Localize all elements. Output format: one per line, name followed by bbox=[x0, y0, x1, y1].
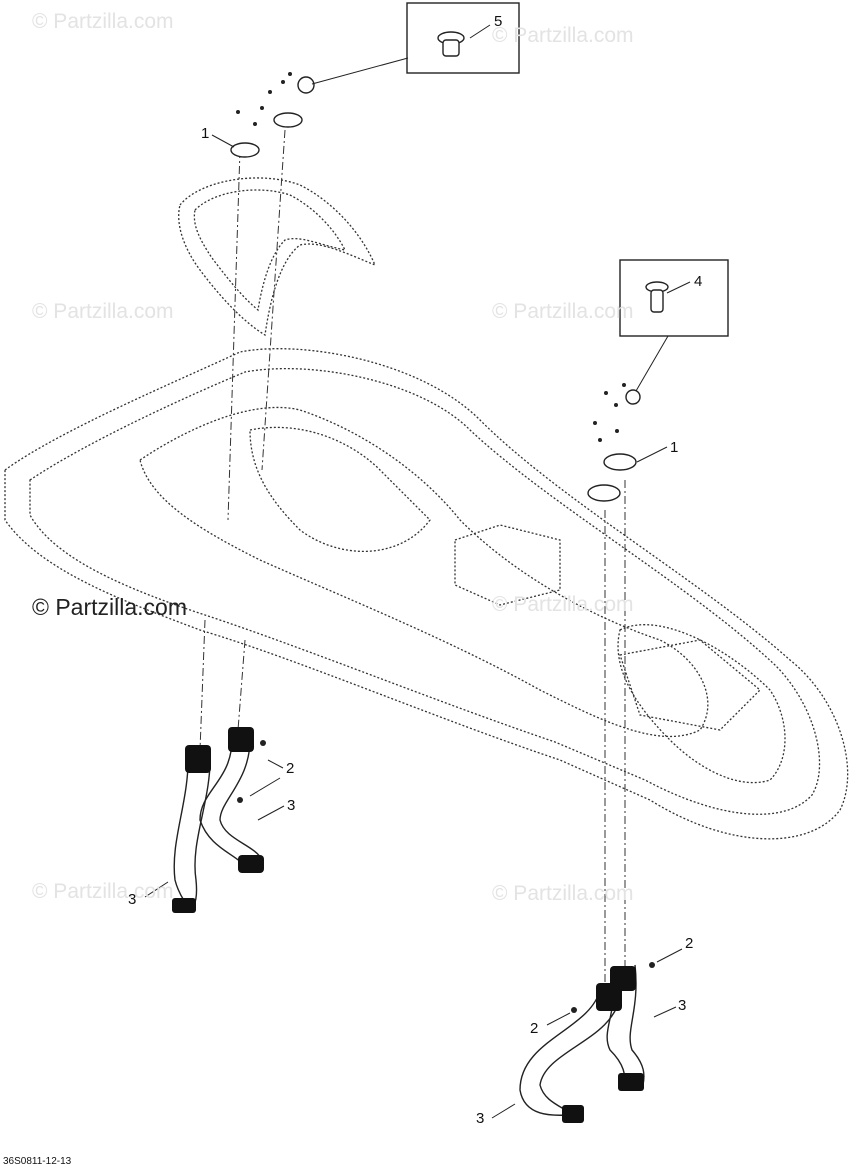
callout-3: 3 bbox=[128, 891, 137, 908]
screw bbox=[253, 122, 257, 126]
hose-right-a bbox=[519, 989, 601, 1117]
leader-line bbox=[249, 777, 281, 797]
screw bbox=[598, 438, 602, 442]
callout-1: 1 bbox=[670, 439, 679, 456]
rear-handle bbox=[178, 177, 377, 337]
hose-right-b-outer bbox=[629, 964, 645, 1086]
bow-section bbox=[617, 624, 786, 784]
leader-line bbox=[211, 134, 235, 148]
hose-left-a bbox=[173, 751, 189, 909]
callout-3: 3 bbox=[678, 997, 687, 1014]
hose-cuff bbox=[610, 966, 636, 991]
hose-cuff bbox=[228, 727, 254, 752]
leader-line bbox=[635, 335, 669, 392]
callout-2: 2 bbox=[286, 760, 295, 777]
screw bbox=[268, 90, 272, 94]
leader-line bbox=[311, 57, 409, 85]
leader-line bbox=[653, 1006, 677, 1018]
assembly-line bbox=[227, 149, 241, 521]
leader-line bbox=[144, 881, 169, 898]
hull-inner bbox=[29, 367, 821, 815]
hose-cuff bbox=[618, 1073, 644, 1091]
watermark: © Partzilla.com bbox=[492, 882, 634, 905]
hatch bbox=[619, 639, 761, 731]
callout-5: 5 bbox=[494, 13, 503, 30]
document-code: 36S0811-12-13 bbox=[3, 1156, 72, 1167]
screw bbox=[260, 106, 264, 110]
watermark: © Partzilla.com bbox=[32, 10, 174, 33]
washer bbox=[625, 389, 641, 405]
hose-cuff bbox=[562, 1105, 584, 1123]
leader-line bbox=[257, 805, 285, 821]
watermark: © Partzilla.com bbox=[492, 300, 634, 323]
screw bbox=[649, 962, 655, 968]
leader-line bbox=[666, 281, 691, 294]
hose-left-b bbox=[199, 734, 246, 869]
callout-4: 4 bbox=[694, 273, 703, 290]
callout-3: 3 bbox=[287, 797, 296, 814]
screw bbox=[236, 110, 240, 114]
watermark: © Partzilla.com bbox=[492, 593, 634, 616]
deck-footwell bbox=[249, 426, 431, 553]
screw bbox=[237, 797, 243, 803]
screw bbox=[615, 429, 619, 433]
assembly-line bbox=[261, 129, 286, 471]
hose-cuff bbox=[185, 745, 211, 773]
leader-line bbox=[491, 1103, 516, 1119]
leader-line bbox=[267, 759, 284, 769]
hose-left-a-outer bbox=[191, 751, 211, 911]
screw bbox=[260, 740, 266, 746]
hose-right-a-outer bbox=[539, 994, 621, 1121]
assembly-line bbox=[237, 639, 246, 731]
part-1-cup bbox=[230, 142, 260, 158]
watermark: © Partzilla.com bbox=[32, 300, 174, 323]
hose-cuff bbox=[238, 855, 264, 873]
part-1-cup bbox=[603, 453, 637, 471]
leader-line bbox=[469, 24, 491, 39]
callout-3: 3 bbox=[476, 1110, 485, 1127]
leader-line bbox=[546, 1012, 571, 1026]
watermark: © Partzilla.com bbox=[32, 880, 174, 903]
part-5-plug-body bbox=[442, 39, 460, 57]
callout-1: 1 bbox=[201, 125, 210, 142]
hose-cuff bbox=[172, 898, 196, 913]
screw bbox=[622, 383, 626, 387]
callout-2: 2 bbox=[685, 935, 694, 952]
rear-handle-inner bbox=[193, 189, 347, 312]
screw bbox=[604, 391, 608, 395]
watermark: © Partzilla.com bbox=[492, 24, 634, 47]
screw bbox=[281, 80, 285, 84]
screw bbox=[288, 72, 292, 76]
deck-cockpit bbox=[139, 406, 709, 738]
part-1-cup bbox=[587, 484, 621, 502]
watermark-main: © Partzilla.com bbox=[32, 594, 187, 620]
leader-line bbox=[636, 446, 668, 463]
part-1-cup bbox=[273, 112, 303, 128]
hose-left-b-outer bbox=[219, 734, 263, 861]
screw bbox=[614, 403, 618, 407]
leader-line bbox=[656, 948, 683, 963]
assembly-line bbox=[199, 619, 206, 751]
callout-2: 2 bbox=[530, 1020, 539, 1037]
part-4-plug-body bbox=[650, 289, 664, 313]
screw bbox=[571, 1007, 577, 1013]
part-4-box bbox=[619, 259, 729, 337]
washer bbox=[297, 76, 315, 94]
screw bbox=[593, 421, 597, 425]
